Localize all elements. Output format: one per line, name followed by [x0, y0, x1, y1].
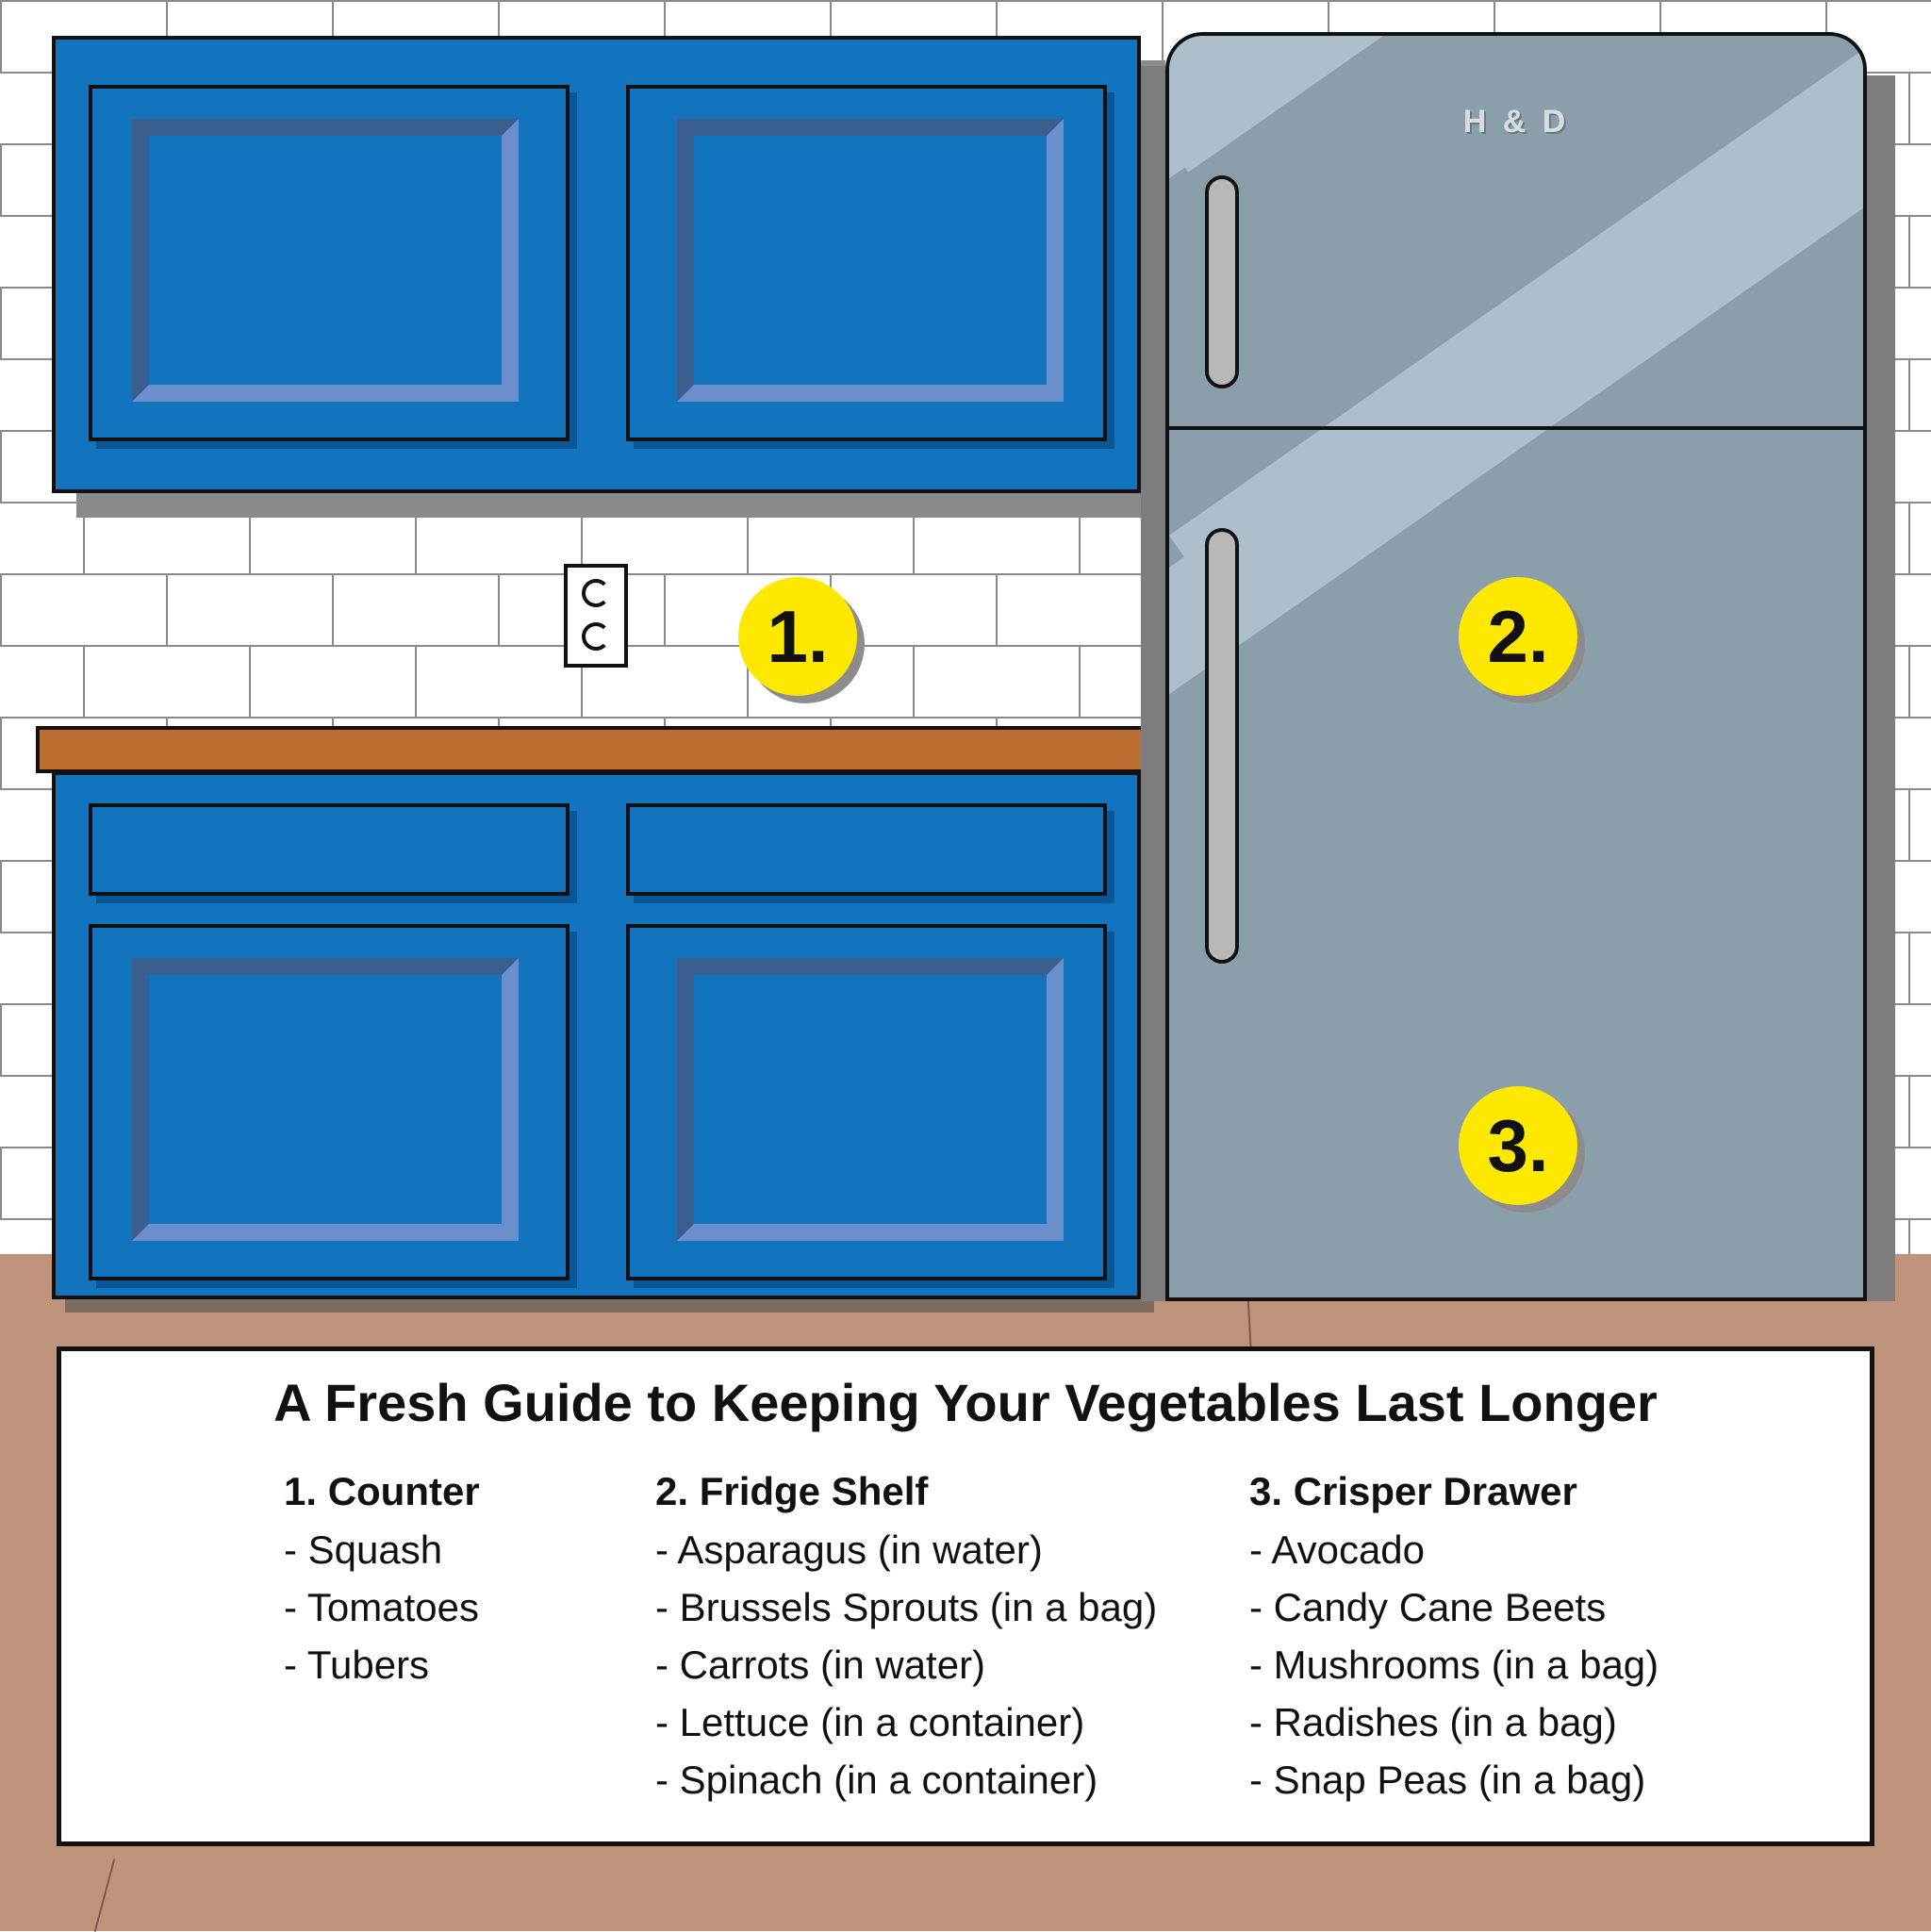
- section-heading: 3. Crisper Drawer: [1249, 1469, 1577, 1513]
- list-item: - Carrots (in water): [655, 1643, 986, 1687]
- section-heading: 2. Fridge Shelf: [655, 1469, 929, 1513]
- upper-cabinet-door-left[interactable]: [89, 85, 569, 441]
- drawer-right[interactable]: [626, 803, 1107, 896]
- list-item: - Squash: [284, 1527, 443, 1572]
- list-item: - Tomatoes: [284, 1585, 479, 1629]
- marker-fridge-shelf: 2.: [1459, 577, 1577, 696]
- section-counter: 1. Counter - Squash - Tomatoes - Tubers: [284, 1462, 480, 1693]
- guide-title: A Fresh Guide to Keeping Your Vegetables…: [273, 1373, 1658, 1432]
- fridge-back-shadow: [1867, 75, 1895, 1301]
- door-panel: [677, 119, 1064, 402]
- list-item: - Tubers: [284, 1643, 430, 1687]
- list-item: - Brussels Sprouts (in a bag): [655, 1585, 1158, 1629]
- freezer-handle[interactable]: [1205, 175, 1239, 388]
- fridge-side-shadow: [1141, 66, 1165, 1301]
- lower-cabinet-door-right[interactable]: [626, 924, 1107, 1280]
- list-item: - Candy Cane Beets: [1249, 1585, 1607, 1629]
- marker-counter: 1.: [738, 577, 857, 696]
- fridge-brand-logo: H & D: [1462, 104, 1570, 140]
- marker-crisper-drawer: 3.: [1459, 1086, 1577, 1205]
- floor-seam: [93, 1858, 116, 1932]
- countertop: [36, 726, 1158, 773]
- door-panel: [677, 958, 1064, 1241]
- socket-icon: [582, 622, 610, 651]
- freezer-divider: [1169, 426, 1863, 430]
- list-item: - Mushrooms (in a bag): [1249, 1643, 1659, 1687]
- door-panel: [132, 958, 519, 1241]
- guide-card: A Fresh Guide to Keeping Your Vegetables…: [57, 1346, 1874, 1846]
- list-item: - Lettuce (in a container): [655, 1700, 1085, 1744]
- socket-icon: [582, 579, 610, 607]
- drawer-left[interactable]: [89, 803, 569, 896]
- door-panel: [132, 119, 519, 402]
- wall-outlet-icon: [564, 564, 628, 668]
- lower-cabinet-door-left[interactable]: [89, 924, 569, 1280]
- section-heading: 1. Counter: [284, 1469, 480, 1513]
- list-item: - Avocado: [1249, 1527, 1426, 1572]
- section-crisper-drawer: 3. Crisper Drawer - Avocado - Candy Cane…: [1249, 1462, 1659, 1808]
- lower-cabinet: [52, 771, 1141, 1299]
- upper-cabinet-door-right[interactable]: [626, 85, 1107, 441]
- list-item: - Spinach (in a container): [655, 1758, 1098, 1802]
- list-item: - Asparagus (in water): [655, 1527, 1043, 1572]
- list-item: - Snap Peas (in a bag): [1249, 1758, 1646, 1802]
- fridge-handle[interactable]: [1205, 528, 1239, 964]
- section-fridge-shelf: 2. Fridge Shelf - Asparagus (in water) -…: [655, 1462, 1157, 1808]
- upper-cabinet: [52, 36, 1141, 493]
- list-item: - Radishes (in a bag): [1249, 1700, 1617, 1744]
